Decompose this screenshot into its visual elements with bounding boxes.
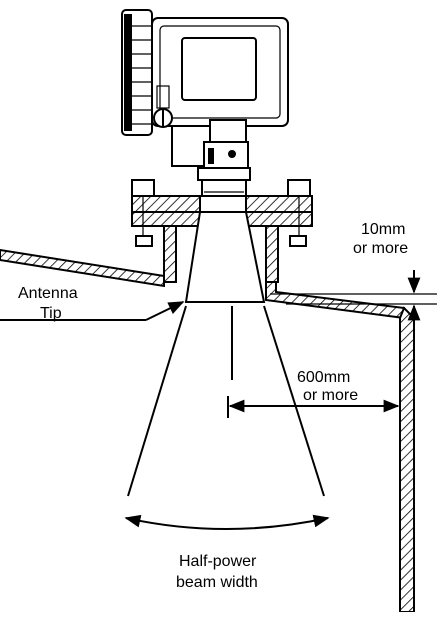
display-window	[181, 37, 257, 101]
transmitter-housing	[121, 9, 289, 205]
beam-pattern	[127, 305, 325, 497]
tank-wall	[399, 306, 415, 613]
label-wall-distance-sub: or more	[303, 387, 358, 404]
clearance-dimension	[270, 270, 437, 330]
cover-knurl	[124, 14, 152, 131]
label-wall-distance: 600mm	[297, 369, 350, 386]
label-antenna-sub: Tip	[40, 305, 62, 322]
label-antenna: Antenna	[18, 285, 78, 302]
label-beam-sub: beam width	[176, 574, 258, 591]
tank-roof-left	[0, 248, 165, 288]
horn-antenna	[184, 211, 266, 303]
tank-roof-right	[265, 281, 405, 320]
wall-distance-dimension	[227, 396, 400, 418]
label-beam: Half-power	[179, 553, 257, 570]
label-clearance: 10mm	[361, 221, 405, 238]
label-clearance-sub: or more	[353, 240, 408, 257]
beam-width-indicator	[124, 514, 330, 530]
antenna-tip-leader	[0, 301, 185, 321]
